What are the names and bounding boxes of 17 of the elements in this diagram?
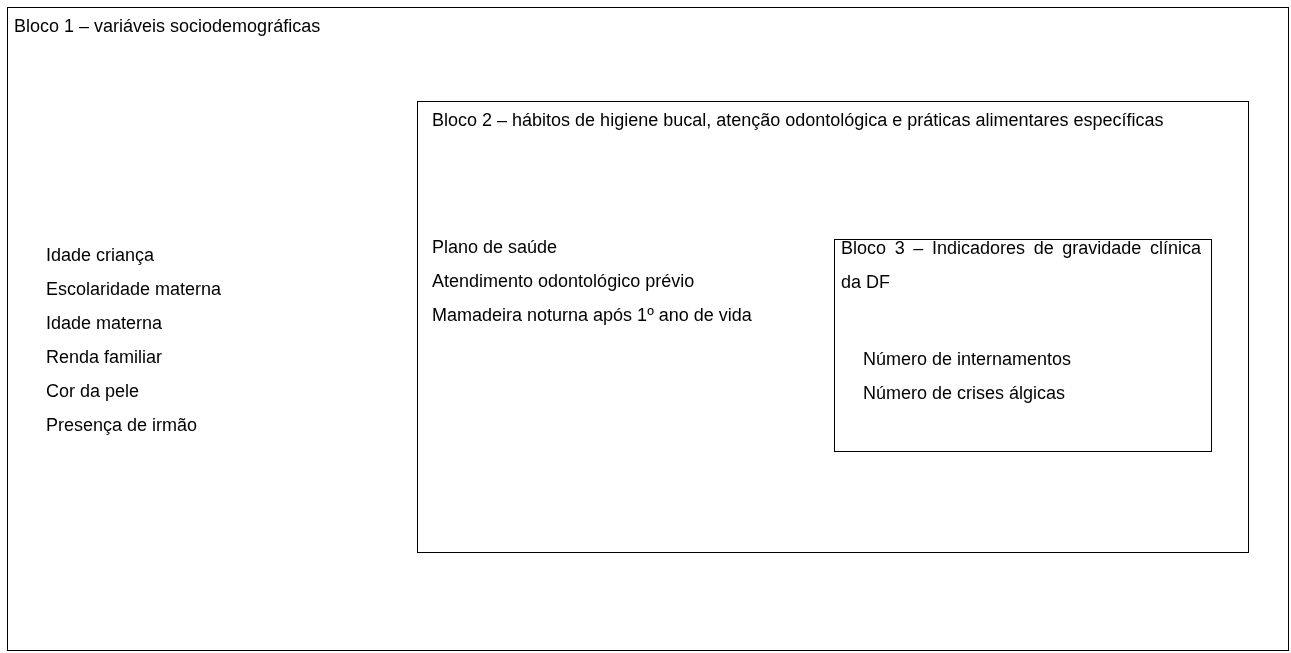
variable-text: Plano de saúde <box>431 236 559 259</box>
variable-text: Cor da pele <box>45 380 141 403</box>
variable-text: Escolaridade materna <box>45 278 223 301</box>
variable-text: Mamadeira noturna após 1º ano de vida <box>431 304 753 327</box>
variable-text: Idade materna <box>45 312 164 335</box>
variable-text: Número de internamentos <box>862 348 1073 371</box>
block-heading: Bloco 3 – Indicadores de gravidade clínica da DF <box>841 237 1201 294</box>
variable-text: Idade criança <box>45 244 156 267</box>
block-heading: Bloco 2 – hábitos de higiene bucal, atenção odontológica e práticas alimentares específicas <box>432 109 1165 132</box>
block-box <box>834 239 1212 452</box>
variable-text: Presença de irmão <box>45 414 199 437</box>
variable-text: Renda familiar <box>45 346 164 369</box>
block-box <box>417 101 1249 553</box>
variable-text: Atendimento odontológico prévio <box>431 270 696 293</box>
variable-text: Número de crises álgicas <box>862 382 1067 405</box>
block-heading: Bloco 1 – variáveis sociodemográficas <box>14 15 322 38</box>
block-box <box>7 7 1289 651</box>
